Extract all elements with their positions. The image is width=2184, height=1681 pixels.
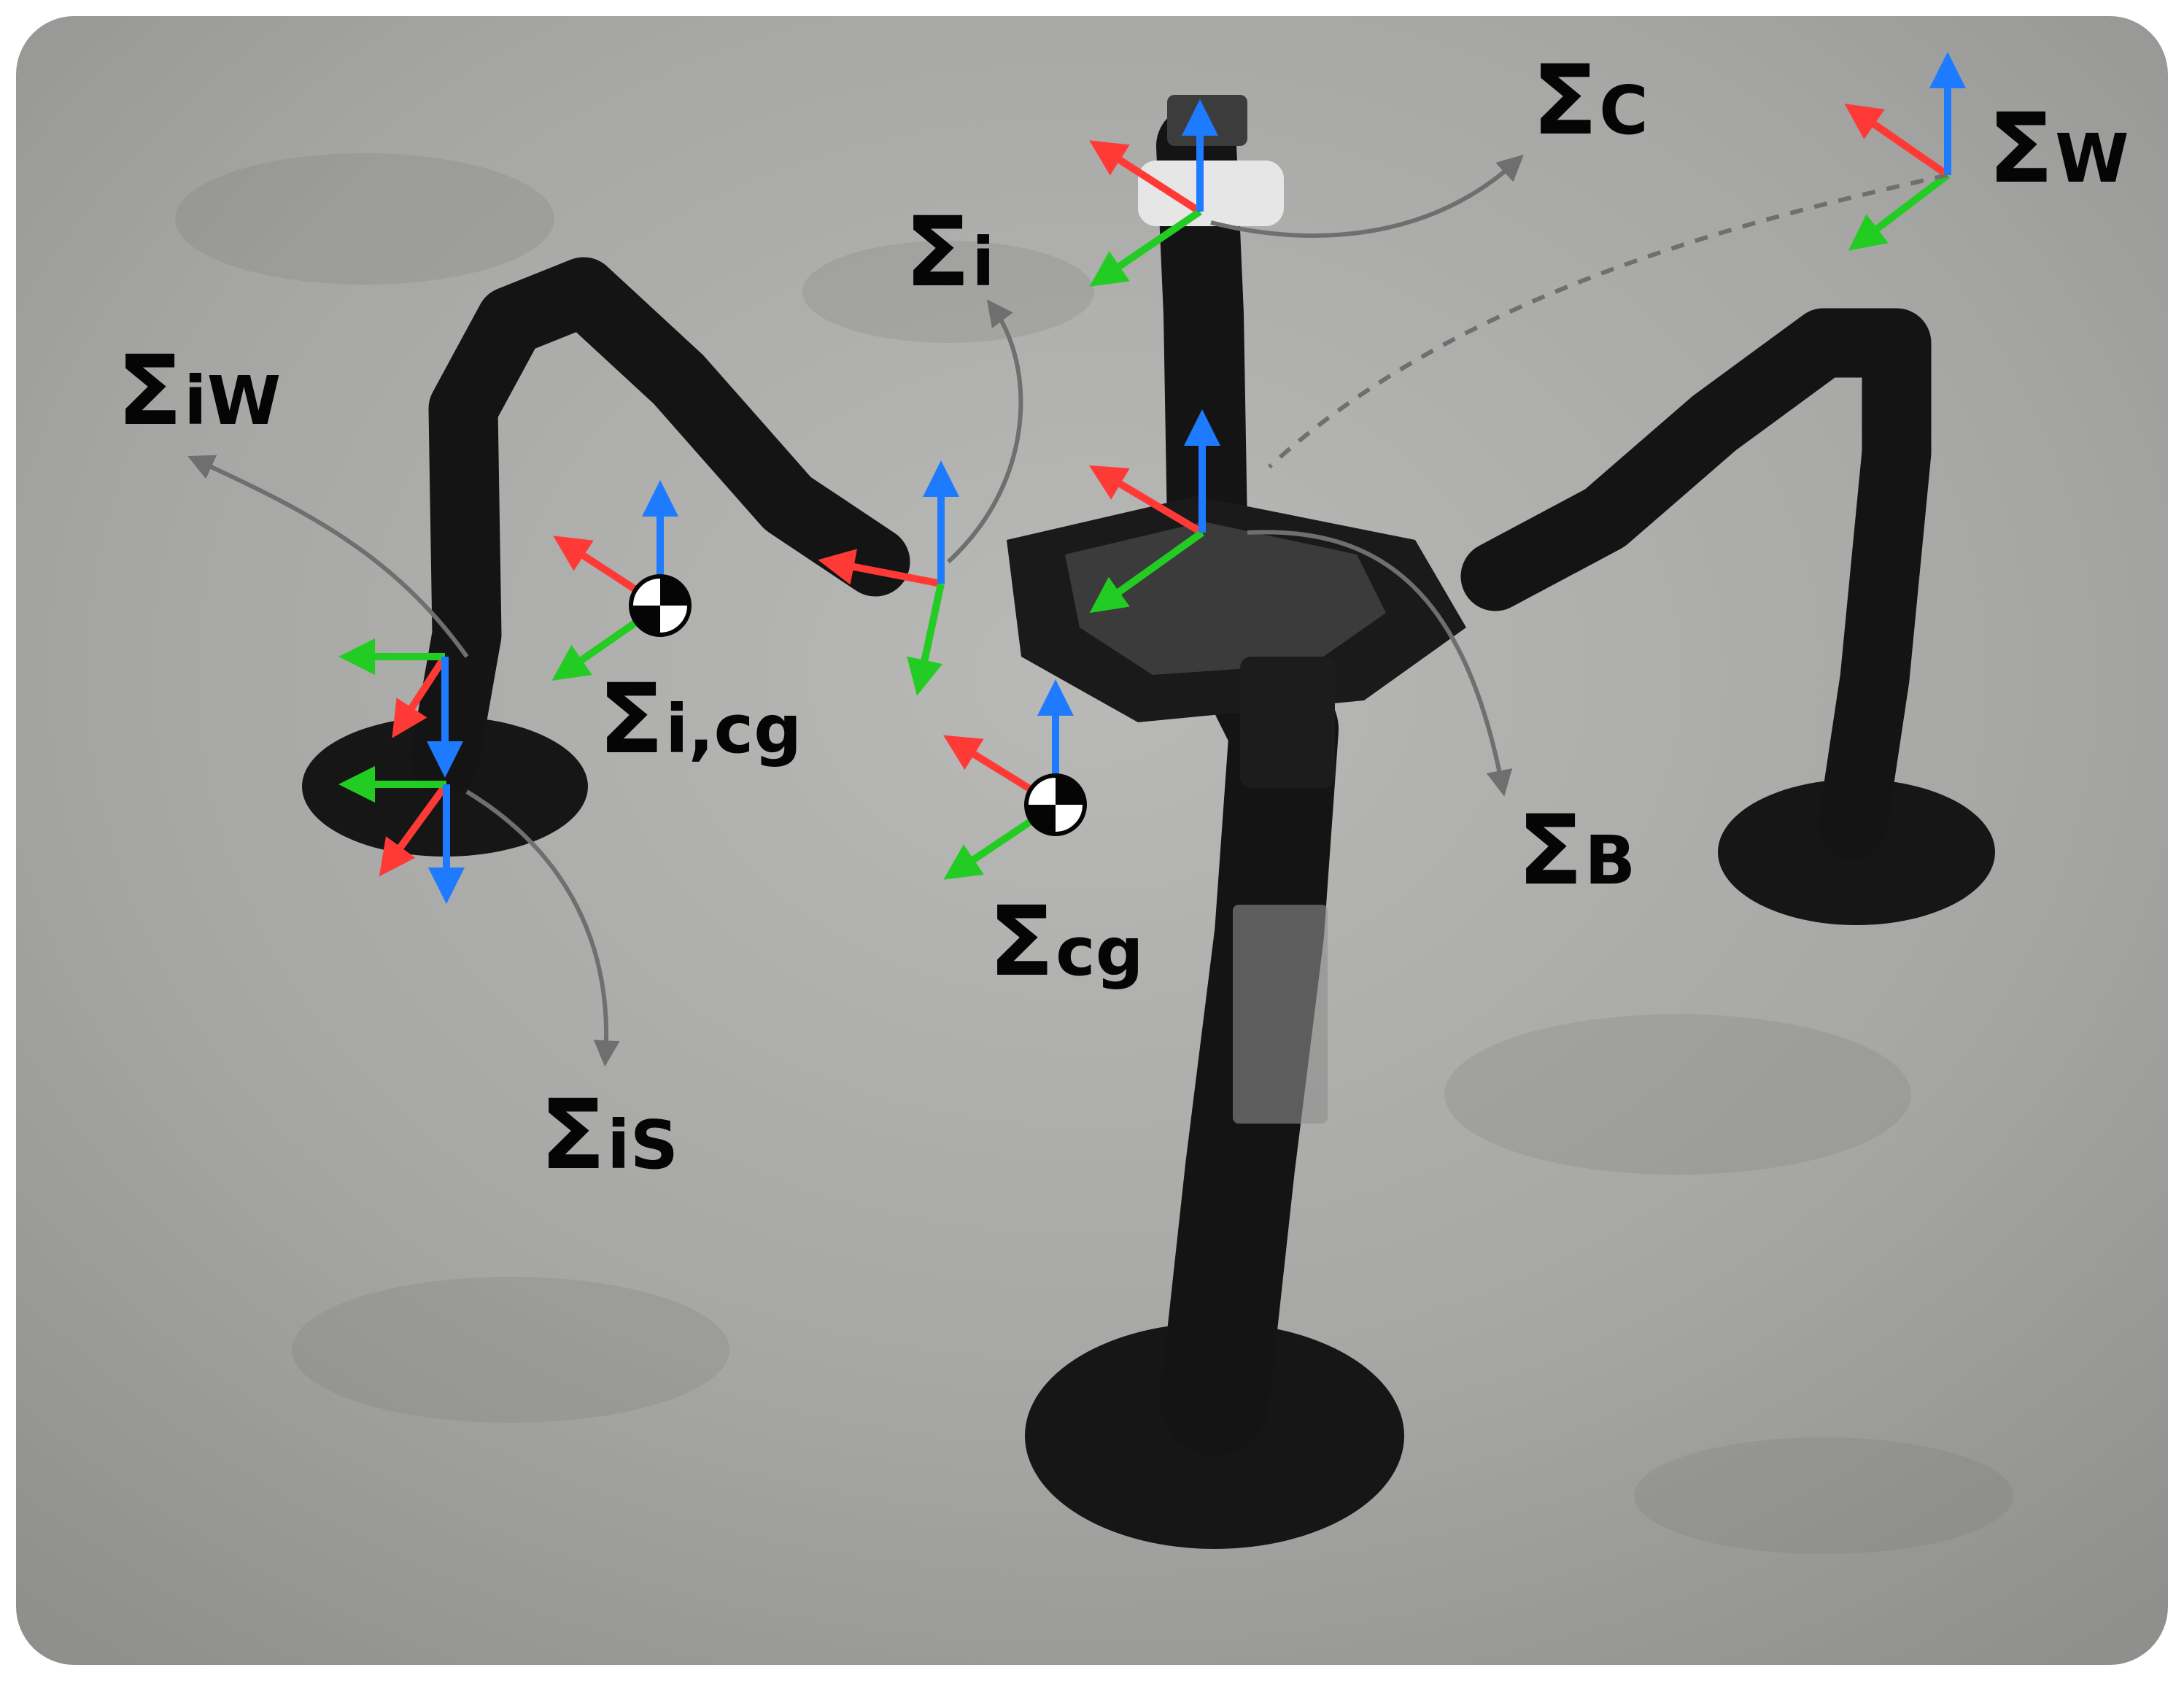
frame-label-cg: Σcg xyxy=(988,894,1144,990)
frame-label-B: ΣB xyxy=(1517,803,1635,899)
frame-axes-W xyxy=(1844,51,1966,251)
label-subscript: W xyxy=(2055,120,2129,198)
floor xyxy=(16,16,2168,1665)
frame-label-i: Σi xyxy=(905,204,995,301)
frame-axes-i xyxy=(818,460,959,696)
floor-texture xyxy=(175,153,2013,1554)
label-symbol: Σ xyxy=(1517,795,1584,907)
center-of-gravity-icon xyxy=(1024,773,1087,836)
leader-arrow-icon xyxy=(1247,530,1513,797)
label-symbol: Σ xyxy=(598,663,665,776)
leader-arrows xyxy=(187,154,1948,1067)
frame-axes-iW xyxy=(338,638,463,778)
label-symbol: Σ xyxy=(905,196,971,309)
frame-label-iS: ΣiS xyxy=(540,1087,678,1183)
label-subscript: iW xyxy=(184,362,282,440)
label-subscript: C xyxy=(1599,72,1649,150)
leg-right xyxy=(1460,308,1932,859)
leader-arrow-icon xyxy=(465,789,620,1067)
frame-axes-iS xyxy=(338,766,465,905)
frame-axes-C xyxy=(1089,98,1218,287)
label-subscript: B xyxy=(1584,822,1636,900)
label-subscript: iS xyxy=(607,1106,678,1184)
frame-label-W: ΣW xyxy=(1988,101,2129,197)
label-symbol: Σ xyxy=(1532,45,1598,157)
label-symbol: Σ xyxy=(540,1079,606,1191)
frame-axes-B xyxy=(1088,409,1220,614)
leader-arrow-icon xyxy=(1267,173,1948,469)
leader-arrow-icon xyxy=(946,299,1023,564)
label-subscript: cg xyxy=(1056,913,1144,991)
leg-left xyxy=(410,257,910,794)
label-symbol: Σ xyxy=(988,886,1055,998)
label-subscript: i,cg xyxy=(665,690,802,768)
frame-label-icg: Σi,cg xyxy=(598,671,802,768)
frame-label-C: ΣC xyxy=(1532,53,1649,149)
label-subscript: i xyxy=(972,223,995,301)
center-of-gravity-icon xyxy=(629,574,692,637)
frame-label-iW: ΣiW xyxy=(117,343,281,439)
leader-arrow-icon xyxy=(187,455,469,658)
leader-arrow-icon xyxy=(1210,154,1524,238)
label-symbol: Σ xyxy=(1988,93,2054,205)
label-symbol: Σ xyxy=(117,335,183,447)
